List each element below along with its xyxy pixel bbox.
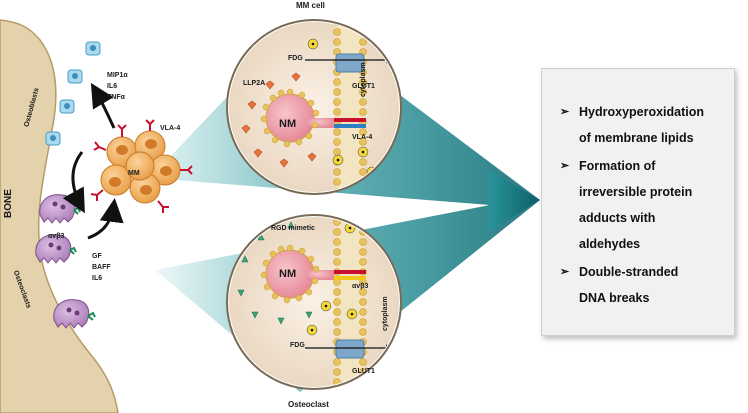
osteoclast-magnified-circle: [226, 214, 402, 390]
effect-item-1: ➢ Hydroxyperoxidation of membrane lipids: [560, 99, 732, 151]
osteoclast-title: Osteoclast: [288, 400, 329, 409]
big-arrow-head: [488, 170, 540, 232]
vla4-label-top: VLA-4: [352, 134, 373, 141]
effect-1-line-2: of membrane lipids: [579, 131, 694, 145]
nm-label-bottom: NM: [279, 268, 297, 280]
arrow-mm-to-osteoblasts: [90, 82, 116, 129]
bullet-arrow-icon: ➢: [560, 266, 570, 278]
cytokine-mip1a: MIP1α: [107, 72, 128, 79]
osteoblast-cells: [45, 41, 101, 146]
bone-label: BONE: [2, 189, 14, 218]
effect-item-2: ➢ Formation of irreversible protein addu…: [560, 153, 732, 257]
mm-label: MM: [128, 170, 140, 177]
cytokine-tnfa: TNFα: [107, 94, 125, 101]
effect-1-line-1: Hydroxyperoxidation: [579, 105, 705, 119]
effect-2-line-1: Formation of: [579, 159, 656, 173]
arrow-osteoclasts-to-mm: [87, 198, 124, 240]
factor-gf: GF: [92, 253, 102, 260]
effect-2-line-2: irreversible protein: [579, 185, 693, 199]
bullet-arrow-icon: ➢: [560, 106, 570, 118]
effects-panel: ➢ Hydroxyperoxidation of membrane lipids…: [541, 68, 735, 336]
mm-cell-cluster: [90, 119, 193, 213]
rgd-mimetic-label: RGD mimetic: [271, 225, 315, 232]
effect-item-3: ➢ Double-stranded DNA breaks: [560, 259, 732, 311]
vla4-label-left: VLA-4: [160, 125, 181, 132]
glut1-label-bottom: GLUT1: [352, 368, 375, 375]
bullet-arrow-icon: ➢: [560, 160, 570, 172]
cytokine-il6: IL6: [107, 83, 118, 90]
nm-label-top: NM: [279, 118, 297, 130]
effect-2-line-3: adducts with: [579, 211, 656, 225]
arrow-curve-down: [62, 151, 85, 214]
cytoplasm-label-bottom: cytoplasm: [382, 296, 389, 331]
effect-2-line-4: aldehydes: [579, 237, 641, 251]
mm-cell-title: MM cell: [296, 1, 325, 10]
factor-il6: IL6: [92, 275, 103, 282]
factor-baff: BAFF: [92, 264, 111, 271]
fdg-label-top: FDG: [288, 55, 303, 62]
glut1-label-top: GLUT1: [352, 83, 375, 90]
cytoplasm-label-top: cytoplasm: [360, 62, 367, 97]
effect-3-line-2: DNA breaks: [579, 291, 650, 305]
effect-3-line-1: Double-stranded: [579, 265, 679, 279]
fdg-label-bottom: FDG: [290, 342, 305, 349]
avb3-label-left: αvβ3: [48, 233, 65, 240]
mm-cell-magnified-circle: [226, 19, 402, 195]
llp2a-label: LLP2A: [243, 80, 266, 87]
avb3-label-bottom: αvβ3: [352, 283, 369, 290]
